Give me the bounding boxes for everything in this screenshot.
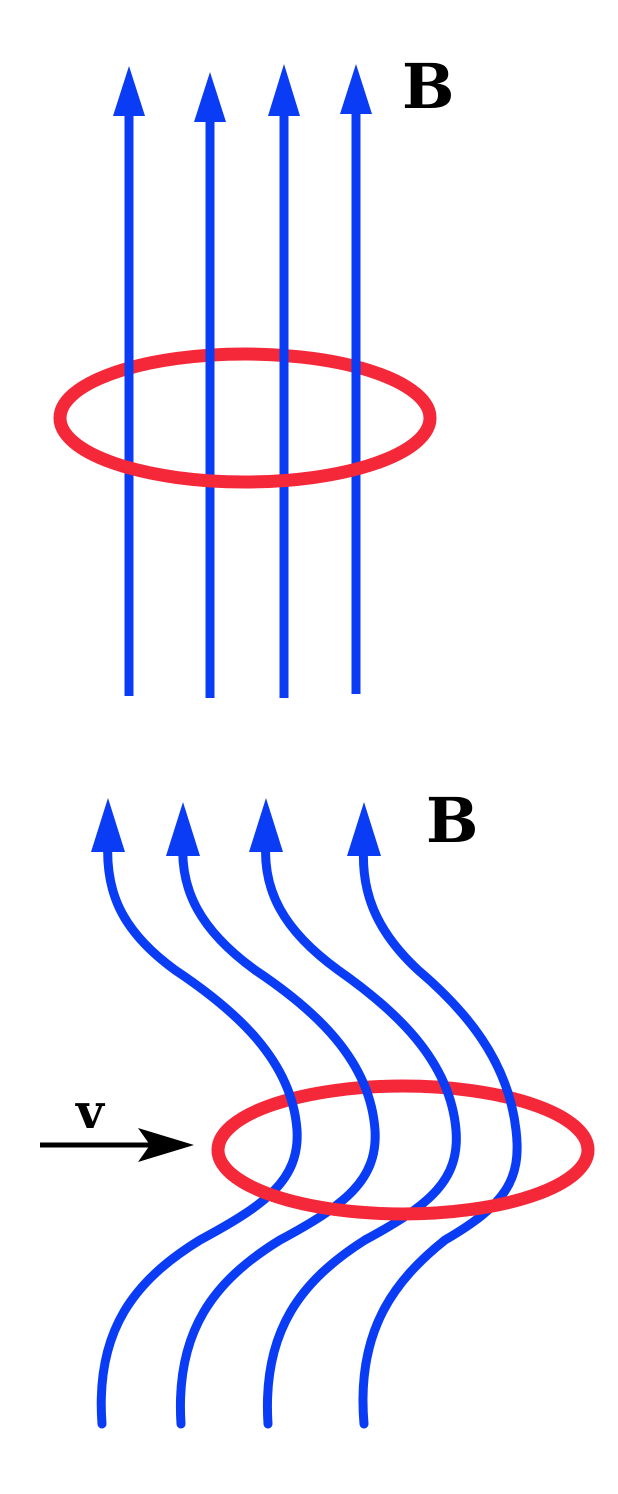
bottom-panel bbox=[40, 798, 595, 1429]
top-panel bbox=[53, 64, 437, 698]
bottom-field-line-2 bbox=[175, 837, 380, 1429]
velocity-arrow-head bbox=[138, 1128, 194, 1162]
bottom-field-lines bbox=[96, 835, 522, 1429]
top-arrowhead-1 bbox=[113, 66, 145, 116]
velocity-label: v bbox=[76, 1084, 104, 1140]
bottom-arrowhead-2 bbox=[166, 802, 200, 856]
bottom-field-line-1 bbox=[96, 835, 302, 1429]
top-arrowhead-4 bbox=[340, 64, 372, 114]
bottom-loop-back bbox=[211, 1079, 595, 1151]
bottom-arrowheads bbox=[91, 798, 381, 856]
bottom-arrowhead-1 bbox=[91, 798, 125, 852]
top-field-lines bbox=[124, 108, 361, 698]
top-arrowhead-2 bbox=[194, 72, 226, 122]
bottom-arrowhead-4 bbox=[347, 802, 381, 856]
bottom-loop-front bbox=[211, 1149, 595, 1221]
top-arrowheads bbox=[113, 64, 372, 122]
top-arrowhead-3 bbox=[268, 64, 300, 116]
top-field-label: B bbox=[402, 50, 455, 123]
top-loop-front bbox=[53, 417, 437, 489]
bottom-field-line-3 bbox=[261, 835, 461, 1429]
top-loop-back bbox=[53, 347, 437, 419]
bottom-field-label: B bbox=[426, 784, 479, 857]
velocity-arrow bbox=[40, 1128, 194, 1162]
bottom-arrowhead-3 bbox=[249, 798, 283, 852]
bottom-field-line-4 bbox=[358, 837, 522, 1429]
